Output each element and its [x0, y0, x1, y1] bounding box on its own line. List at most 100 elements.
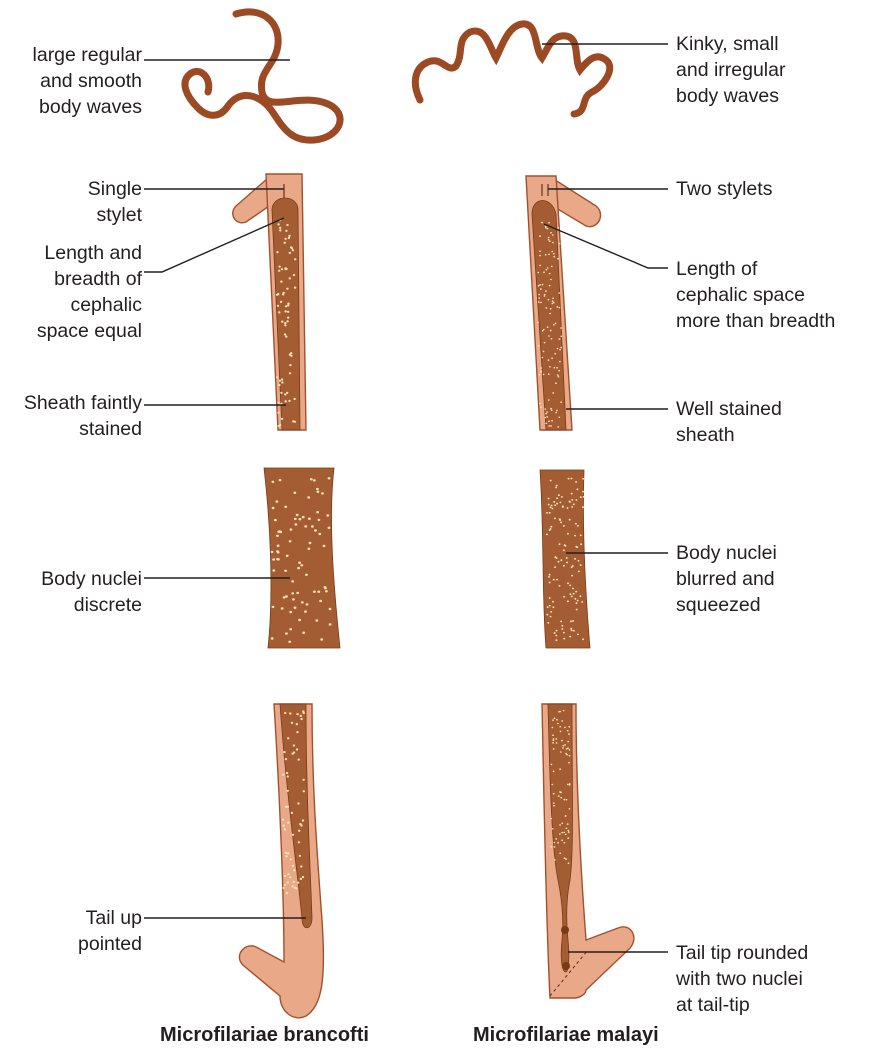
nucleus-dot — [282, 887, 284, 889]
nucleus-dot — [554, 718, 556, 720]
nucleus-dot — [576, 546, 578, 548]
nucleus-dot — [552, 727, 554, 729]
nucleus-dot — [284, 324, 286, 326]
nucleus-dot — [559, 502, 561, 504]
nucleus-dot — [286, 892, 288, 894]
nucleus-dot — [310, 478, 313, 480]
nucleus-dot — [298, 759, 300, 761]
nucleus-dot — [571, 506, 573, 508]
nucleus-dot — [285, 758, 287, 760]
nucleus-dot — [308, 518, 311, 520]
nucleus-dot — [548, 576, 550, 578]
nucleus-dot — [572, 588, 574, 590]
label-right-cephalic: Length ofcephalic spacemore than breadth — [676, 256, 835, 334]
nucleus-dot — [556, 579, 558, 581]
nucleus-dot — [284, 712, 286, 714]
nucleus-dot — [544, 294, 546, 296]
nucleus-dot — [309, 542, 312, 544]
nucleus-dot — [289, 628, 292, 630]
nucleus-dot — [551, 764, 553, 766]
nucleus-dot — [559, 543, 561, 545]
nucleus-dot — [564, 727, 566, 729]
nucleus-dot — [571, 566, 573, 568]
nucleus-dot — [563, 549, 565, 551]
nucleus-dot — [555, 487, 557, 489]
nucleus-dot — [298, 830, 300, 832]
nucleus-dot — [299, 855, 301, 857]
nucleus-dot — [545, 227, 547, 229]
nucleus-dot — [544, 295, 546, 297]
nucleus-dot — [554, 859, 556, 861]
nucleus-dot — [561, 740, 563, 742]
nucleus-dot — [550, 330, 552, 332]
nucleus-dot — [303, 712, 305, 714]
nucleus-dot — [545, 269, 547, 271]
nucleus-dot — [551, 505, 553, 507]
nucleus-dot — [289, 540, 292, 542]
nucleus-dot — [298, 841, 300, 843]
nucleus-dot — [543, 374, 545, 376]
nucleus-dot — [560, 792, 562, 794]
nucleus-dot — [582, 491, 584, 493]
nucleus-dot — [287, 303, 289, 305]
nucleus-dot — [553, 802, 555, 804]
nucleus-dot — [277, 223, 279, 225]
nucleus-dot — [576, 602, 578, 604]
nucleus-dot — [574, 535, 576, 537]
nucleus-dot — [557, 723, 559, 725]
nucleus-dot — [571, 630, 573, 632]
nucleus-dot — [549, 366, 551, 368]
nucleus-dot — [552, 828, 554, 830]
nucleus-dot — [320, 638, 323, 640]
nucleus-dot — [569, 755, 571, 757]
nucleus-dot — [550, 480, 552, 482]
nucleus-dot — [549, 605, 551, 607]
label-right-tail: Tail tip roundedwith two nucleiat tail-t… — [676, 940, 808, 1018]
nucleus-dot — [329, 608, 332, 610]
nucleus-dot — [560, 401, 562, 403]
nucleus-dot — [561, 840, 563, 842]
nucleus-dot — [545, 254, 547, 256]
nucleus-dot — [289, 277, 291, 279]
nucleus-dot — [553, 842, 555, 844]
nucleus-dot — [550, 408, 552, 410]
nucleus-dot — [289, 372, 291, 374]
nucleus-dot — [560, 621, 562, 623]
nucleus-dot — [556, 742, 558, 744]
label-left-sheath: Sheath faintlystained — [24, 390, 142, 442]
nucleus-dot — [551, 409, 553, 411]
nucleus-dot — [307, 496, 310, 498]
nucleus-dot — [284, 506, 287, 508]
nucleus-dot — [571, 575, 573, 577]
nucleus-dot — [558, 376, 560, 378]
nucleus-dot — [278, 530, 281, 532]
nucleus-dot — [538, 301, 540, 303]
nucleus-dot — [559, 726, 561, 728]
nucleus-dot — [313, 591, 316, 593]
nucleus-dot — [554, 556, 556, 558]
nucleus-dot — [556, 485, 558, 487]
nucleus-dot — [280, 301, 282, 303]
nucleus-dot — [561, 496, 563, 498]
nucleus-dot — [549, 529, 551, 531]
nucleus-dot — [279, 479, 282, 481]
nucleus-dot — [567, 533, 569, 535]
nucleus-dot — [577, 525, 579, 527]
nucleus-dot — [321, 492, 324, 494]
nucleus-dot — [573, 503, 575, 505]
nucleus-dot — [282, 293, 284, 295]
nucleus-dot — [545, 413, 547, 415]
nucleus-dot — [567, 830, 569, 832]
nucleus-dot — [540, 367, 542, 369]
nucleus-dot — [565, 834, 567, 836]
nucleus-dot — [547, 326, 549, 328]
nucleus-dot — [557, 258, 559, 260]
nucleus-dot — [297, 567, 300, 569]
nucleus-dot — [548, 504, 550, 506]
nucleus-dot — [580, 543, 582, 545]
label-left-nuclei: Body nucleidiscrete — [41, 566, 142, 618]
nucleus-dot — [552, 735, 554, 737]
label-right-waves: Kinky, smalland irregularbody waves — [676, 31, 785, 109]
